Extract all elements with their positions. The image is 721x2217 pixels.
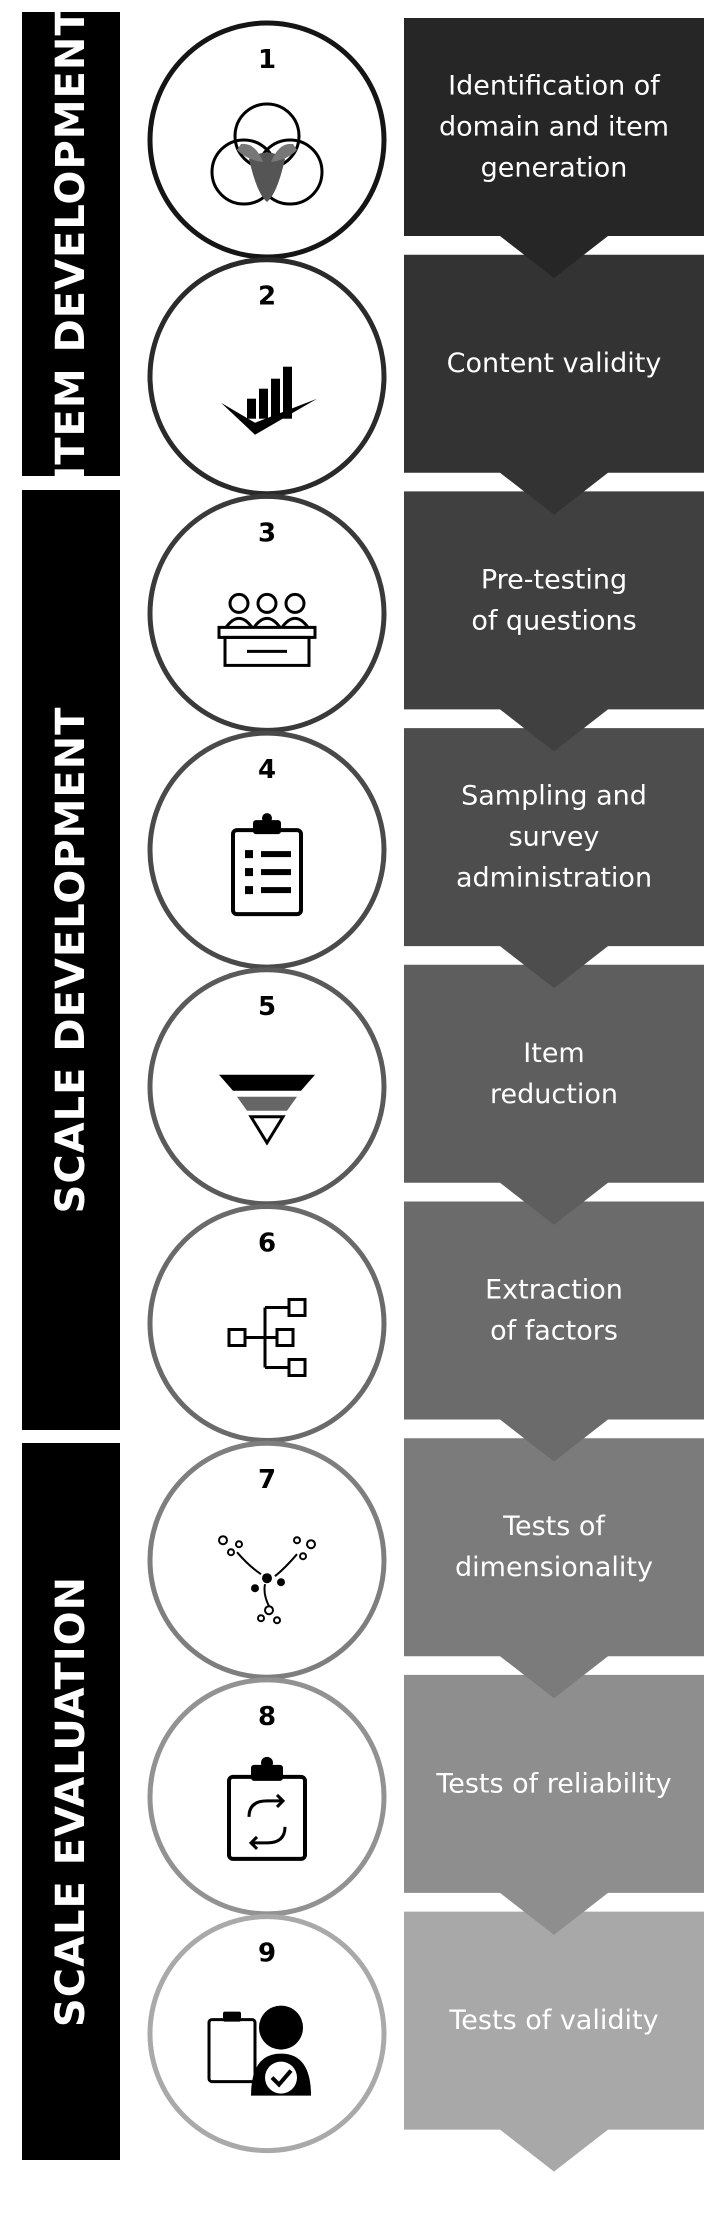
step-7-label-line: Tests of <box>502 1511 606 1542</box>
step-arrow-block-5 <box>404 964 704 1225</box>
step-arrow-block-4 <box>404 728 704 989</box>
step-3-label-line: of questions <box>471 605 636 636</box>
converging-dots-icon <box>218 1535 316 1625</box>
step-circle-8 <box>147 1677 387 1917</box>
step-4-label-line: Sampling and <box>461 781 647 812</box>
step-1-label-line: generation <box>481 153 628 184</box>
step-number-6: 6 <box>258 1229 276 1259</box>
step-6-label-line: Extraction <box>485 1275 623 1306</box>
venn-diagram-icon <box>210 102 324 206</box>
step-circle-6 <box>147 1204 387 1443</box>
step-number-2: 2 <box>258 282 276 312</box>
phase-bars: ITEM DEVELOPMENT SCALE DEVELOPMENT SCALE E… <box>22 7 120 2160</box>
step-arrow-block-6 <box>404 1201 704 1462</box>
clipboard-refresh-icon <box>227 1756 307 1861</box>
step-6-label-line: of factors <box>490 1316 618 1347</box>
panel-people-icon <box>217 592 317 667</box>
step-number-8: 8 <box>258 1702 276 1732</box>
step-circle-2 <box>147 257 387 497</box>
phase-label-2: SCALE DEVELOPMENT <box>48 707 94 1214</box>
checkmark-bar-chart-icon <box>221 366 317 435</box>
step-circle-4 <box>147 730 387 970</box>
phase-bar-2 <box>22 490 120 1430</box>
step-circle-1 <box>147 20 387 260</box>
step-arrow-block-7 <box>404 1438 704 1699</box>
step-number-3: 3 <box>258 518 276 548</box>
step-arrows: Tests of validity Tests of reliability Tes… <box>404 18 704 2172</box>
hierarchy-tree-icon <box>227 1298 307 1377</box>
step-arrow-block-3 <box>404 491 704 752</box>
step-8-label-line: Tests of reliability <box>435 1768 671 1799</box>
phase-bar-1 <box>22 12 120 476</box>
step-3-label-line: Pre-testing <box>481 564 627 595</box>
step-5-label-line: Item <box>523 1038 584 1069</box>
step-arrow-block-1 <box>404 18 704 278</box>
step-7-label-line: dimensionality <box>455 1552 653 1583</box>
step-arrow-block-2 <box>404 254 704 515</box>
step-arrow-block-9 <box>404 1911 704 2172</box>
step-1-label-line: Identification of <box>448 71 661 102</box>
step-2-label-line: Content validity <box>447 348 662 379</box>
step-number-5: 5 <box>258 992 276 1022</box>
step-number-4: 4 <box>258 755 276 785</box>
step-4-label-line: survey <box>509 822 600 853</box>
phase-label-1: ITEM DEVELOPMENT <box>48 7 94 480</box>
step-4-label-line: administration <box>456 863 652 894</box>
step-number-7: 7 <box>258 1465 276 1495</box>
step-arrow-block-8 <box>404 1674 704 1935</box>
step-number-1: 1 <box>258 45 276 75</box>
step-5-label-line: reduction <box>490 1079 618 1110</box>
person-check-clipboard-icon <box>207 2005 311 2096</box>
step-circles: 1 2 3 4 5 6 7 8 9 <box>147 20 387 2154</box>
step-circle-7 <box>147 1440 387 1680</box>
phase-label-3: SCALE EVALUATION <box>48 1576 94 2027</box>
funnel-icon <box>219 1074 315 1146</box>
phase-bar-3 <box>22 1443 120 2160</box>
step-1-label-line: domain and item <box>439 112 669 143</box>
clipboard-checklist-icon <box>231 813 303 917</box>
step-number-9: 9 <box>258 1939 276 1969</box>
step-9-label-line: Tests of validity <box>448 2005 658 2036</box>
